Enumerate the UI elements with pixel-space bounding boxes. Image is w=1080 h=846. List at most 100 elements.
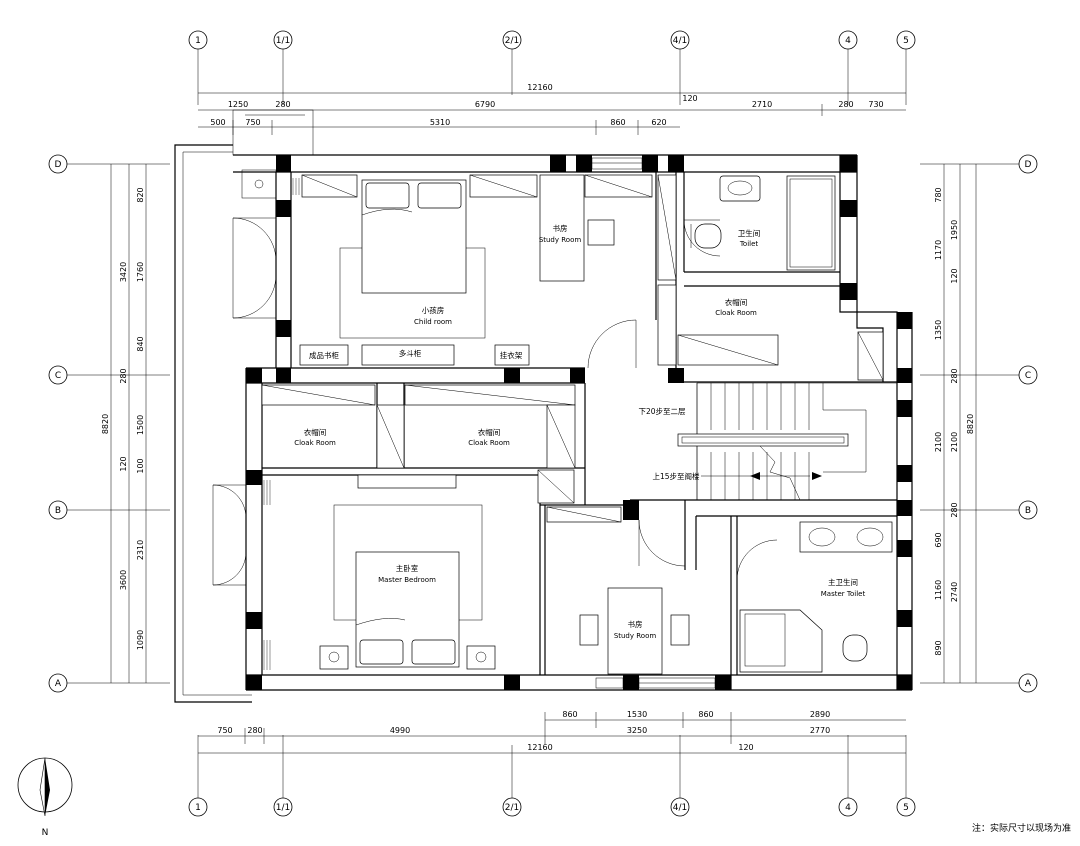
axis-label: 4/1 xyxy=(673,36,687,46)
axis-markers-bottom: 1 1/1 2/1 4/1 4 5 xyxy=(188,735,916,817)
room-label-cloak-right-zh: 衣帽间 xyxy=(725,297,748,307)
axis-label: D xyxy=(1025,160,1032,170)
dim-text: 280 xyxy=(247,726,262,735)
dim-text: 1350 xyxy=(934,320,943,340)
master-bedroom-furniture xyxy=(263,474,496,670)
study-bottom-furniture xyxy=(546,506,690,675)
dim-text: 1160 xyxy=(934,580,943,600)
dim-text: 860 xyxy=(698,710,713,719)
dim-text: 780 xyxy=(934,187,943,202)
room-label-master-toilet-zh: 主卫生间 xyxy=(828,577,858,587)
balcony xyxy=(174,109,314,703)
dim-text: 280 xyxy=(950,368,959,383)
dim-text: 280 xyxy=(119,368,128,383)
axis-label: B xyxy=(55,506,61,516)
room-label-study-top-zh: 书房 xyxy=(553,223,568,233)
dim-text: 1170 xyxy=(934,240,943,260)
dim-text: 820 xyxy=(136,187,145,202)
axis-label: 4 xyxy=(845,803,851,813)
dim-text: 2100 xyxy=(934,432,943,452)
dim-text: 1760 xyxy=(136,262,145,282)
cloak-furniture xyxy=(261,284,884,504)
room-label-study-bottom-en: Study Room xyxy=(614,632,657,640)
north-label: N xyxy=(42,828,49,838)
axis-label: C xyxy=(55,371,61,381)
dim-text: 4990 xyxy=(390,726,410,735)
axis-label: 2/1 xyxy=(505,803,519,813)
room-label-cloak-mid-zh: 衣帽间 xyxy=(478,427,501,437)
axis-label: D xyxy=(55,160,62,170)
dim-text: 890 xyxy=(934,640,943,655)
room-label-master-en: Master Bedroom xyxy=(378,576,436,584)
label-multi-cabinet: 多斗柜 xyxy=(399,348,422,358)
dim-text: 12160 xyxy=(527,83,552,92)
dim-text: 1090 xyxy=(136,630,145,650)
room-label-master-toilet-en: Master Toilet xyxy=(821,590,866,598)
dim-text: 3250 xyxy=(627,726,647,735)
dim-text: 750 xyxy=(245,118,260,127)
axis-label: B xyxy=(1025,506,1031,516)
dim-text: 6790 xyxy=(475,100,495,109)
master-toilet-fixtures xyxy=(739,521,893,673)
label-bookshelf: 成品书柜 xyxy=(309,350,339,360)
room-label-toilet-en: Toilet xyxy=(739,240,759,248)
axis-label: 1 xyxy=(195,803,201,813)
dim-text: 120 xyxy=(119,456,128,471)
axis-label: A xyxy=(55,679,62,689)
dimensions-top: 12160 1250 280 6790 120 2710 280 730 500… xyxy=(198,83,906,135)
dim-text: 8820 xyxy=(966,414,975,434)
room-label-cloak-mid-en: Cloak Room xyxy=(468,439,510,447)
room-label-cloak-left-zh: 衣帽间 xyxy=(304,427,327,437)
label-stairs-up: 上15步至阁楼 xyxy=(652,471,700,481)
dim-text: 730 xyxy=(868,100,883,109)
axis-label: 2/1 xyxy=(505,36,519,46)
dim-text: 690 xyxy=(934,532,943,547)
room-label-toilet-zh: 卫生间 xyxy=(738,228,761,238)
dim-text: 120 xyxy=(950,268,959,283)
dim-text: 860 xyxy=(610,118,625,127)
dim-text: 120 xyxy=(738,743,753,752)
room-label-child-zh: 小孩房 xyxy=(422,305,445,315)
room-label-master-zh: 主卧室 xyxy=(396,563,419,573)
dim-text: 12160 xyxy=(527,743,552,752)
room-label-cloak-right-en: Cloak Room xyxy=(715,309,757,317)
stairs xyxy=(677,382,898,501)
dim-text: 2100 xyxy=(950,432,959,452)
axis-label: 5 xyxy=(903,36,909,46)
room-labels: 小孩房 Child room 书房 Study Room 卫生间 Toilet … xyxy=(294,223,865,640)
dim-text: 280 xyxy=(838,100,853,109)
axis-label: 4/1 xyxy=(673,803,687,813)
dim-text: 840 xyxy=(136,336,145,351)
dimensions-bottom: 860 1530 860 2890 750 280 4990 3250 2770… xyxy=(198,710,906,754)
axis-label: A xyxy=(1025,679,1032,689)
north-arrow: N xyxy=(17,757,73,838)
room-label-child-en: Child room xyxy=(414,318,452,326)
dim-text: 1250 xyxy=(228,100,248,109)
dim-text: 280 xyxy=(275,100,290,109)
axis-markers-top: 1 1/1 2/1 4/1 4 5 xyxy=(188,30,916,105)
doors xyxy=(212,217,778,586)
dim-text: 1500 xyxy=(136,415,145,435)
windows xyxy=(591,157,716,689)
columns xyxy=(246,155,912,690)
dim-text: 5310 xyxy=(430,118,450,127)
child-room-furniture xyxy=(292,174,677,366)
toilet-fixtures xyxy=(690,175,836,271)
axis-label: 4 xyxy=(845,36,851,46)
dim-text: 2890 xyxy=(810,710,830,719)
dim-text: 750 xyxy=(217,726,232,735)
label-hanger: 挂衣架 xyxy=(500,350,523,360)
dim-text: 1530 xyxy=(627,710,647,719)
axis-label: C xyxy=(1025,371,1031,381)
axis-markers-left: D C B A 8820 3420 280 120 3600 820 1760 … xyxy=(48,154,170,693)
room-label-cloak-left-en: Cloak Room xyxy=(294,439,336,447)
dim-text: 3420 xyxy=(119,262,128,282)
axis-label: 5 xyxy=(903,803,909,813)
room-label-study-bottom-zh: 书房 xyxy=(628,619,643,629)
dim-text: 120 xyxy=(682,94,697,103)
axis-label: 1 xyxy=(195,36,201,46)
dim-text: 1950 xyxy=(950,220,959,240)
axis-label: 1/1 xyxy=(276,36,290,46)
dim-text: 280 xyxy=(950,502,959,517)
